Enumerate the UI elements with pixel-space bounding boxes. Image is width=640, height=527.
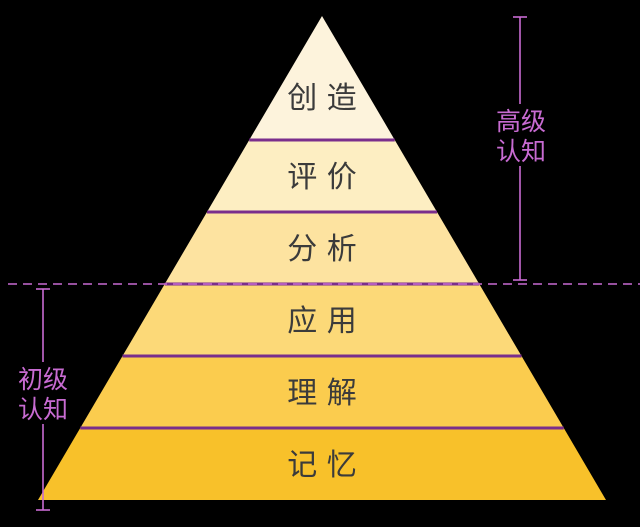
tier-label-1: 创 造 xyxy=(287,81,357,116)
tier-label-6: 记 忆 xyxy=(287,448,357,483)
pyramid-tier-2 xyxy=(206,140,438,212)
tier-label-2: 评 价 xyxy=(287,160,357,195)
tier-label-3: 分 析 xyxy=(287,232,357,267)
tier-label-5: 理 解 xyxy=(287,376,357,411)
lower-label-line-2: 认知 xyxy=(18,395,68,424)
lower-label-line-1: 初级 xyxy=(18,365,68,394)
pyramid-tier-5 xyxy=(80,356,564,428)
lower-cognition-label: 初级 认知 xyxy=(14,362,72,424)
tier-labels: 创 造评 价分 析应 用理 解记 忆 xyxy=(287,81,357,483)
pyramid-tier-6 xyxy=(38,428,606,500)
higher-label-line-1: 高级 xyxy=(496,107,546,136)
pyramid-tier-4 xyxy=(122,284,522,356)
pyramid-tier-1 xyxy=(249,16,395,140)
lower-label-backdrop xyxy=(14,362,72,424)
tier-label-4: 应 用 xyxy=(287,304,357,339)
higher-cognition-label: 高级 认知 xyxy=(492,104,550,166)
pyramid-tiers xyxy=(38,16,606,500)
higher-label-line-2: 认知 xyxy=(496,137,546,166)
pyramid-tier-3 xyxy=(164,212,480,284)
higher-label-backdrop xyxy=(492,104,550,166)
